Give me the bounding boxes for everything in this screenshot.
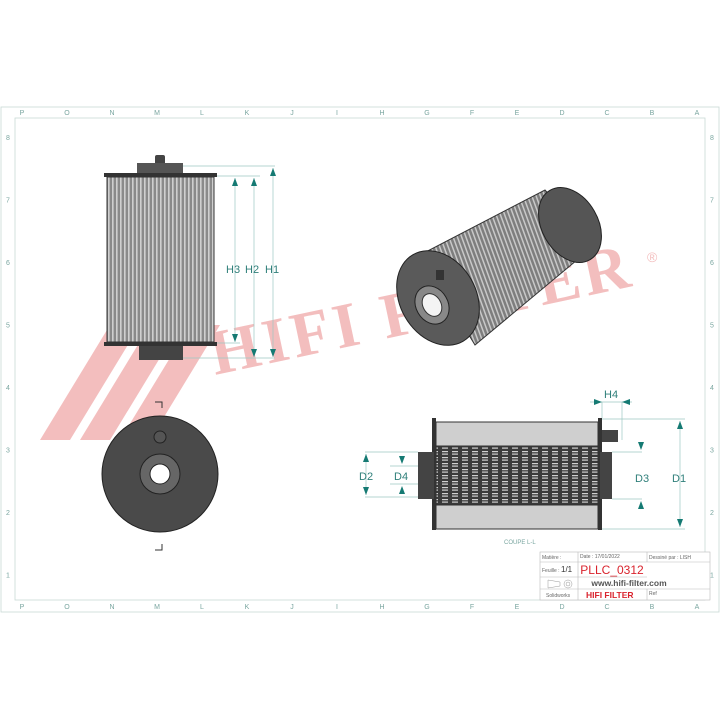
dim-label-h3: H3 <box>226 264 240 276</box>
drawn-by-label: Dessiné par : LISH <box>649 555 691 561</box>
row-label-5: 5 <box>6 323 10 330</box>
column-label-P: P <box>20 604 25 611</box>
column-label-H: H <box>379 110 384 117</box>
row-label-4: 4 <box>710 385 714 392</box>
column-label-B: B <box>650 110 655 117</box>
column-label-F: F <box>470 604 474 611</box>
column-label-P: P <box>20 110 25 117</box>
part-reference: PLLC_0312 <box>580 563 644 577</box>
row-label-1: 1 <box>6 573 10 580</box>
column-label-I: I <box>336 110 338 117</box>
front-view-filter <box>104 155 217 360</box>
row-label-4: 4 <box>6 385 10 392</box>
sheet-value: 1/1 <box>561 565 573 574</box>
column-label-M: M <box>154 604 160 611</box>
title-block: Matière : Date : 17/01/2022 Dessiné par … <box>539 551 711 601</box>
row-labels-right: 8 7 6 5 4 3 2 1 <box>710 135 714 580</box>
column-label-C: C <box>604 110 609 117</box>
isometric-view-filter <box>396 187 602 346</box>
brand-name: HIFI FILTER <box>586 590 634 600</box>
row-label-6: 6 <box>710 260 714 267</box>
section-label: COUPE L-L <box>504 540 536 546</box>
column-label-O: O <box>64 110 70 117</box>
row-label-3: 3 <box>6 448 10 455</box>
dim-label-d4: D4 <box>394 471 408 483</box>
sheet-label: Feuille : <box>542 568 560 574</box>
column-label-N: N <box>109 110 114 117</box>
column-label-M: M <box>154 110 160 117</box>
watermark-registered-mark: ® <box>647 249 658 265</box>
column-label-H: H <box>379 604 384 611</box>
column-label-E: E <box>515 604 520 611</box>
drawing-frame <box>0 106 720 613</box>
software-label: Solidworks <box>546 593 571 599</box>
column-label-L: L <box>200 110 204 117</box>
row-label-6: 6 <box>6 260 10 267</box>
projection-symbol-icon <box>547 579 573 589</box>
date-label: Date : 17/01/2022 <box>580 554 620 560</box>
column-label-A: A <box>695 110 700 117</box>
section-view-filter <box>418 418 618 530</box>
dim-label-d2: D2 <box>359 471 373 483</box>
row-labels-left: 8 7 6 5 4 3 2 1 <box>6 135 10 580</box>
height-dimensions: H3 H2 H1 <box>183 165 279 359</box>
diameter-dimensions: D1 D3 H4 D2 D4 COUPE L-L <box>359 389 686 546</box>
column-label-G: G <box>424 604 429 611</box>
row-label-7: 7 <box>710 198 714 205</box>
matiere-label: Matière : <box>542 555 561 561</box>
column-label-G: G <box>424 110 429 117</box>
column-label-E: E <box>515 110 520 117</box>
row-label-2: 2 <box>6 510 10 517</box>
column-label-B: B <box>650 604 655 611</box>
dim-label-d3: D3 <box>635 473 649 485</box>
column-label-D: D <box>559 604 564 611</box>
website: www.hifi-filter.com <box>590 578 667 588</box>
column-label-A: A <box>695 604 700 611</box>
column-label-L: L <box>200 604 204 611</box>
column-label-N: N <box>109 604 114 611</box>
row-label-8: 8 <box>6 135 10 142</box>
row-label-7: 7 <box>6 198 10 205</box>
end-view-filter <box>101 401 219 551</box>
column-label-O: O <box>64 604 70 611</box>
ref-label: Ref <box>649 591 657 597</box>
dim-label-h1: H1 <box>265 264 279 276</box>
row-label-8: 8 <box>710 135 714 142</box>
row-label-5: 5 <box>710 323 714 330</box>
row-label-3: 3 <box>710 448 714 455</box>
row-label-1: 1 <box>710 573 714 580</box>
row-label-2: 2 <box>710 510 714 517</box>
column-label-I: I <box>336 604 338 611</box>
column-label-J: J <box>290 604 294 611</box>
dim-label-h2: H2 <box>245 264 259 276</box>
column-label-C: C <box>604 604 609 611</box>
column-label-J: J <box>290 110 294 117</box>
column-label-K: K <box>245 604 250 611</box>
dim-label-h4: H4 <box>604 389 618 401</box>
dim-label-d1: D1 <box>672 473 686 485</box>
column-label-K: K <box>245 110 250 117</box>
column-label-D: D <box>559 110 564 117</box>
column-label-F: F <box>470 110 474 117</box>
